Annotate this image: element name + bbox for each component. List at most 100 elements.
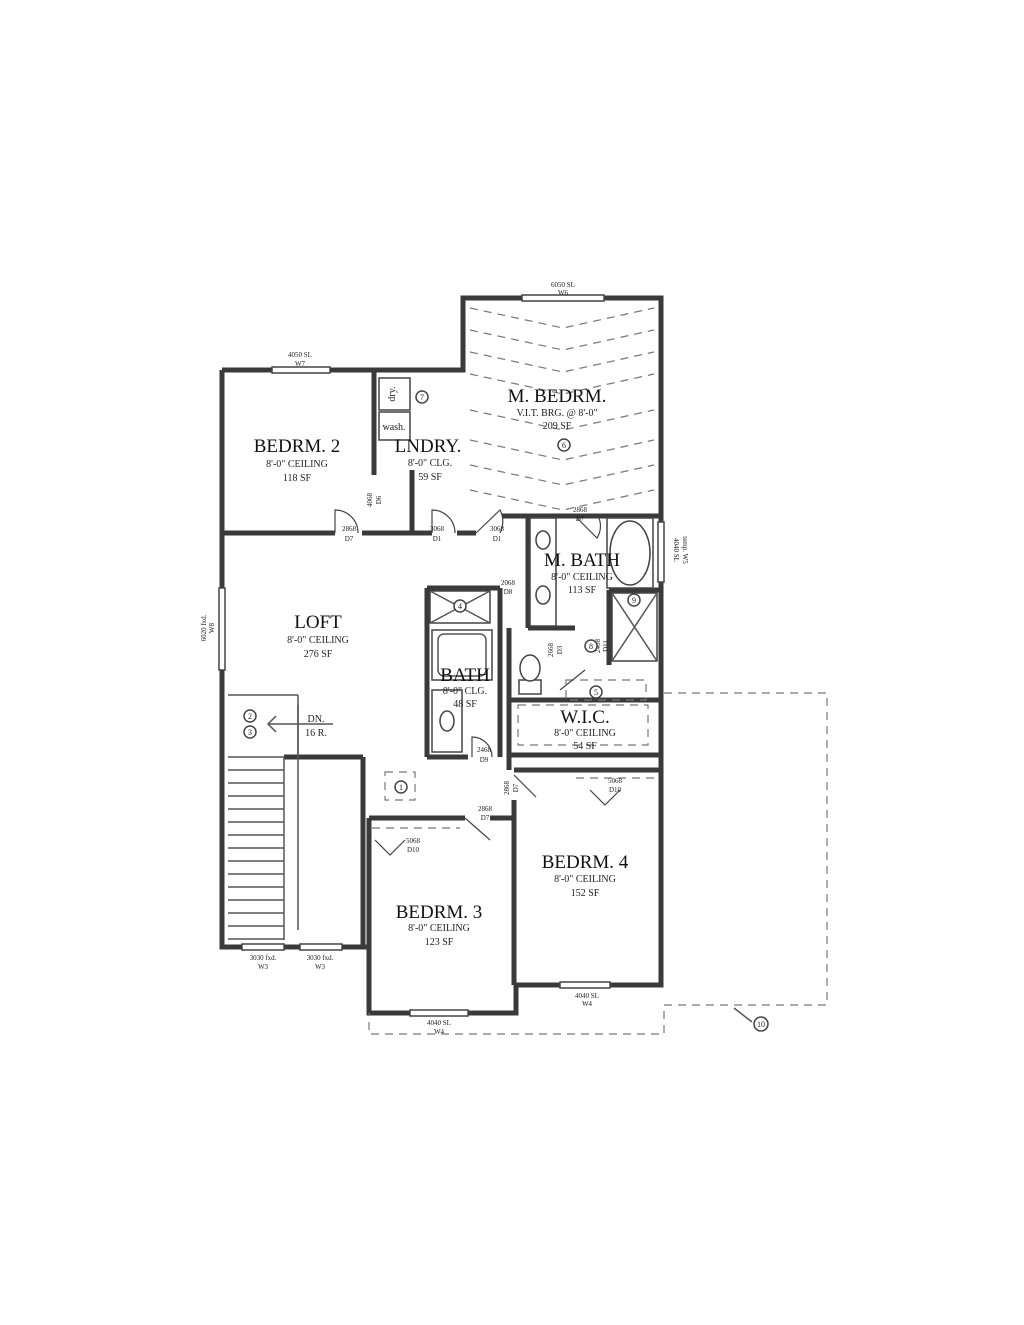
loft-ceiling: 8'-0" CEILING [287, 635, 349, 646]
door-tag-d7a-size: 2868 [342, 525, 357, 533]
window-tag-w7-size: 4050 SL [288, 351, 312, 359]
window-tag-w3b-code: W3 [315, 963, 326, 971]
door-tag-d8-code: D8 [504, 588, 513, 596]
bedrm2-ceiling: 8'-0" CEILING [266, 459, 328, 470]
room-labels: BEDRM. 2 8'-0" CEILING 118 SF LNDRY. 8'-… [254, 386, 629, 948]
door-tag-d9-code: D9 [480, 756, 489, 764]
svg-text:2: 2 [248, 712, 252, 721]
keynote-4: 4 [453, 599, 467, 613]
bath-area: 48 SF [453, 699, 477, 710]
door-tag-d11-code: D11 [602, 640, 610, 652]
window-tag-w4a-code: W4 [582, 1000, 593, 1008]
stair-label: DN. [308, 714, 325, 725]
window-tag-w3a-size: 3030 fxd. [250, 954, 277, 962]
keynote-8: 8 [584, 639, 598, 653]
window-tag-w3a-code: W3 [258, 963, 269, 971]
mbedrm-ceiling: V.I.T. BRG. @ 8'-0" [516, 408, 597, 419]
svg-text:6: 6 [562, 441, 566, 450]
fixtures [372, 377, 658, 829]
mbath-area: 113 SF [568, 585, 597, 596]
door-tag-d7a-code: D7 [345, 535, 354, 543]
window-tag-w8-size: 6020 fxd. [200, 614, 208, 641]
keynote-7: 7 [415, 390, 429, 404]
svg-text:5: 5 [594, 688, 598, 697]
window-tag-w7-code: W7 [295, 360, 306, 368]
keynote-9: 9 [627, 593, 641, 607]
svg-text:3: 3 [248, 728, 252, 737]
door-tag-d7c-size: 2868 [503, 781, 511, 796]
bedrm4-name: BEDRM. 4 [542, 852, 629, 873]
loft-name: LOFT [294, 612, 342, 633]
keynote-3: 3 [243, 725, 257, 739]
window-tags: 6050 SL W6 4050 SL W7 4040 SL temp. W5 6… [200, 281, 689, 1036]
door-tag-d10b-size: 5068 [608, 777, 623, 785]
door-tag-d7c-code: D7 [512, 783, 520, 792]
door-tag-d1b-code: D1 [493, 535, 502, 543]
keynote-5: 5 [589, 685, 603, 699]
door-tag-d7d-code: D7 [481, 814, 490, 822]
svg-text:4: 4 [458, 602, 462, 611]
mbath-ceiling: 8'-0" CEILING [551, 572, 613, 583]
window-tag-w3b-size: 3030 fxd. [307, 954, 334, 962]
window-tag-w6-size: 6050 SL [551, 281, 575, 289]
door-tag-d7d-size: 2868 [478, 805, 493, 813]
stair-treads [228, 705, 299, 940]
interior-walls [222, 370, 660, 985]
door-swings [334, 509, 621, 856]
door-tag-d6-size: 4068 [366, 493, 374, 508]
door-tag-d7b-code: D7 [576, 515, 585, 523]
washer-label: wash. [382, 422, 405, 433]
keynote-bubbles: 1 2 3 4 5 6 7 8 9 10 [243, 390, 769, 1032]
door-tag-d10b-code: D10 [609, 786, 622, 794]
door-tag-d3-code: D3 [556, 645, 564, 654]
wic-ceiling: 8'-0" CEILING [554, 728, 616, 739]
dryer-label: dry. [387, 386, 398, 401]
svg-text:9: 9 [632, 596, 636, 605]
door-tag-d10a-code: D10 [407, 846, 420, 854]
bedrm3-ceiling: 8'-0" CEILING [408, 923, 470, 934]
window-tag-w6-code: W6 [558, 289, 569, 297]
svg-text:1: 1 [399, 783, 403, 792]
windows [218, 294, 665, 1017]
window-tag-w8-code: W8 [208, 622, 216, 633]
svg-text:8: 8 [589, 642, 593, 651]
door-tag-d3-size: 2668 [547, 643, 555, 658]
stair-arrow [266, 715, 333, 733]
mbath-name: M. BATH [544, 550, 620, 571]
svg-text:7: 7 [420, 393, 424, 402]
window-tag-w4a-size: 4040 SL [575, 992, 599, 1000]
door-tags: 2868 D7 4068 D6 3068 D1 3068 D1 2868 D7 … [342, 493, 623, 855]
door-tag-d1b-size: 3068 [490, 525, 505, 533]
door-tag-d6-code: D6 [375, 495, 383, 504]
svg-text:10: 10 [757, 1020, 765, 1029]
keynote-6: 6 [557, 438, 571, 452]
bath-ceiling: 8'-0" CLG. [443, 686, 487, 697]
mbedrm-name: M. BEDRM. [508, 386, 607, 407]
deck-outline [368, 692, 828, 1035]
stair-risers: 16 R. [305, 728, 327, 739]
door-tag-d8-size: 2068 [501, 579, 516, 587]
window-tag-w4b-code: W4 [434, 1028, 445, 1036]
loft-area: 276 SF [304, 649, 333, 660]
bedrm2-name: BEDRM. 2 [254, 436, 341, 457]
wic-area: 54 SF [573, 741, 597, 752]
door-tag-d11-size: 2468 [594, 639, 602, 654]
wic-name: W.I.C. [560, 707, 609, 728]
door-tag-d9-size: 2468 [477, 746, 492, 754]
bedrm4-ceiling: 8'-0" CEILING [554, 874, 616, 885]
bedrm2-area: 118 SF [283, 473, 312, 484]
door-tag-d10a-size: 5068 [406, 837, 421, 845]
bedrm3-area: 123 SF [425, 937, 454, 948]
window-tag-w5-size: 4040 SL [672, 538, 680, 562]
bath-name: BATH [440, 665, 490, 686]
door-tag-d7b-size: 2868 [573, 506, 588, 514]
vaulted-ceiling-lines [469, 307, 655, 511]
lndry-ceiling: 8'-0" CLG. [408, 458, 452, 469]
keynote-10: 10 [753, 1016, 769, 1032]
lndry-area: 59 SF [418, 472, 442, 483]
window-tag-w5-code: temp. W5 [681, 536, 689, 564]
mbedrm-area: 209 SF [543, 421, 572, 432]
keynote-leader [733, 1007, 753, 1023]
keynote-1: 1 [394, 780, 408, 794]
